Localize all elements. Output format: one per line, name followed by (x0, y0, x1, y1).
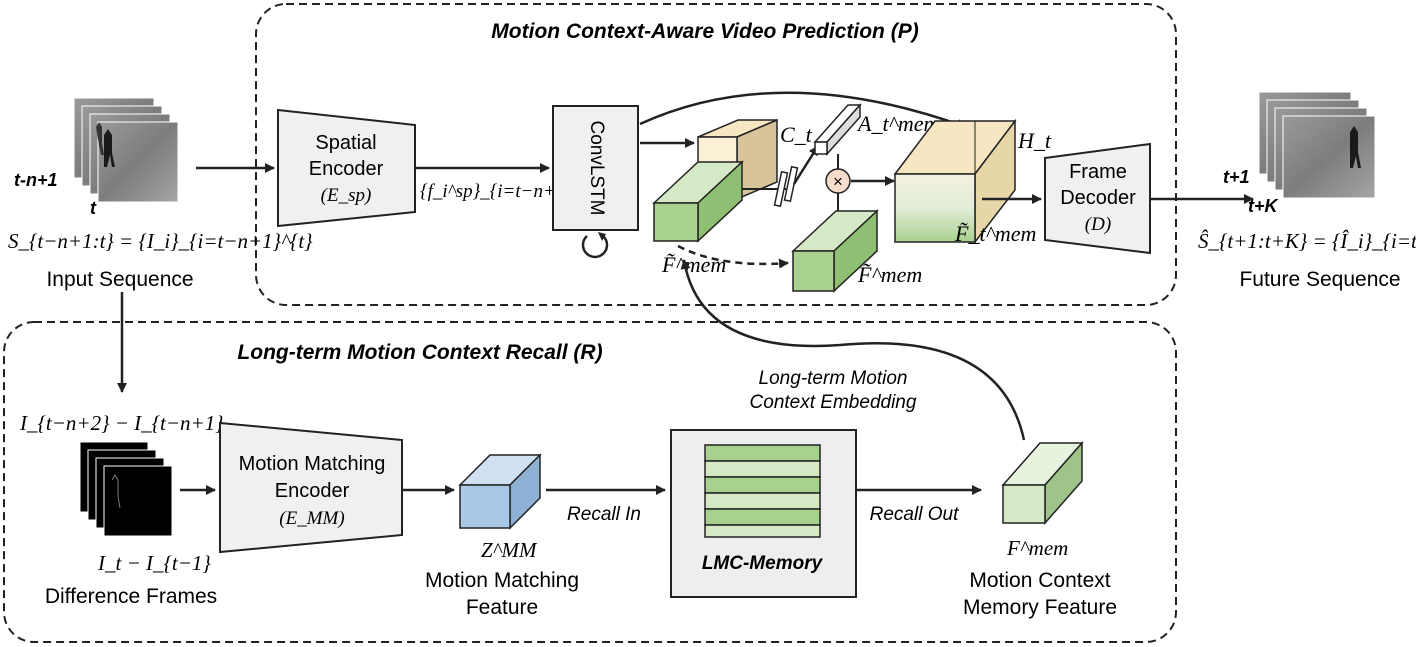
attention-map-bar (813, 103, 862, 156)
convlstm-block (552, 105, 639, 231)
ht-cuboid (893, 118, 1017, 245)
conv-bar-2 (783, 165, 799, 203)
ht-label: H_t (1017, 128, 1052, 153)
embedding-line1: Long-term Motion (759, 368, 908, 389)
difference-frame-stack (79, 441, 173, 537)
output-label-last: t+K (1248, 196, 1280, 216)
spatial-encoder-line3: (E_sp) (321, 185, 372, 206)
recall-in-label: Recall In (567, 504, 641, 525)
decoder-line1: Frame (1069, 161, 1127, 183)
zmm-cuboid (458, 453, 542, 530)
mm-encoder-line1: Motion Matching (239, 453, 386, 475)
f-mem-label-2: F̃^mem (857, 262, 922, 287)
f-mem-caption-line2: Memory Feature (963, 596, 1117, 619)
input-label-first: t-n+1 (14, 170, 58, 190)
recurrence-arrowhead-icon (598, 232, 606, 241)
attention-label: A_t^mem (856, 111, 939, 136)
zmm-caption-line2: Feature (466, 596, 538, 619)
f-mem-symbol: F^mem (1006, 536, 1068, 560)
difference-top-formula: I_{t−n+2} − I_{t−n+1} (19, 411, 224, 435)
f-mem-caption-line1: Motion Context (969, 569, 1110, 592)
memory-slots (704, 444, 821, 538)
convlstm-label: ConvLSTM (586, 120, 607, 215)
arrow-memory-embedding (680, 259, 1026, 441)
motion-matching-encoder (219, 421, 403, 554)
f-mem-cuboid-recall (1001, 441, 1084, 525)
embedding-line2: Context Embedding (750, 392, 917, 413)
conv-bar-1 (773, 170, 789, 208)
arrow-convlstm-to-ht (639, 91, 967, 129)
lmc-memory-label: LMC-Memory (702, 553, 824, 574)
input-caption: Input Sequence (46, 268, 193, 291)
input-formula: S_{t−n+1:t} = {I_i}_{i=t−n+1}^{t} (8, 229, 313, 253)
prediction-section-title: Motion Context-Aware Video Prediction (P… (491, 20, 918, 43)
input-frame-stack (73, 97, 179, 203)
difference-bottom-formula: I_t − I_{t−1} (97, 551, 211, 575)
prediction-section-box (255, 3, 1177, 306)
decoder-line2: Decoder (1060, 187, 1136, 209)
mm-encoder-line2: Encoder (275, 480, 350, 502)
spatial-encoder (277, 108, 416, 228)
recall-section-box (3, 321, 1177, 643)
f-mem-label-1: F̃^mem (661, 252, 726, 277)
f-mem-cuboid-main (652, 160, 744, 243)
decoder-line3: (D) (1085, 214, 1111, 235)
input-label-last: t (90, 198, 97, 218)
frame-decoder (1044, 142, 1151, 255)
mm-encoder-line3: (E_MM) (279, 508, 344, 529)
multiply-symbol: × (833, 172, 843, 191)
recall-out-label: Recall Out (870, 504, 959, 525)
zmm-caption-line1: Motion Matching (425, 569, 579, 592)
output-formula: Ŝ_{t+1:t+K} = {Î_i}_{i=t+1}^{t+K} (1198, 229, 1416, 253)
output-label-first: t+1 (1223, 167, 1250, 187)
output-frame-stack (1258, 91, 1376, 199)
spatial-encoder-line1: Spatial (315, 132, 376, 154)
ct-label: C_t (780, 122, 813, 147)
f-mem-cuboid-second (791, 209, 879, 293)
fused-label: F̃_t^mem (954, 221, 1036, 246)
zmm-symbol: Z^MM (481, 538, 538, 562)
recall-section-title: Long-term Motion Context Recall (R) (237, 341, 602, 364)
arrow-memory-copy (677, 244, 789, 269)
difference-caption: Difference Frames (45, 585, 217, 608)
recurrence-loop-icon (581, 235, 609, 259)
spatial-encoder-line2: Encoder (309, 158, 384, 180)
output-caption: Future Sequence (1239, 268, 1400, 291)
arrow-to-attention (792, 145, 820, 185)
